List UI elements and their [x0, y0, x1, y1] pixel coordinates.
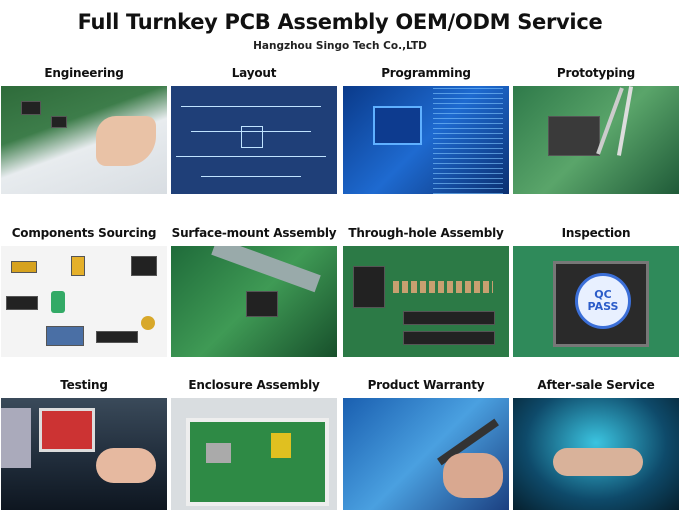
- components-image: [1, 246, 167, 357]
- company-name: Hangzhou Singo Tech Co.,LTD: [253, 40, 427, 52]
- prototyping-image: [513, 86, 679, 194]
- enclosure-image: [171, 398, 337, 510]
- service-layout: Layout: [171, 66, 337, 194]
- service-label: Programming: [381, 66, 471, 80]
- service-label: Layout: [231, 66, 277, 80]
- service-label: Enclosure Assembly: [188, 378, 320, 392]
- layout-image: [171, 86, 337, 194]
- service-label: Prototyping: [556, 66, 636, 80]
- service-surface-mount-assembly: Surface-mount Assembly: [171, 226, 337, 357]
- service-prototyping: Prototyping: [513, 66, 679, 194]
- service-enclosure-assembly: Enclosure Assembly: [171, 378, 337, 510]
- programming-image: [343, 86, 509, 194]
- service-label: Through-hole Assembly: [348, 226, 504, 240]
- service-label: Inspection: [561, 226, 631, 240]
- service-label: After-sale Service: [537, 378, 655, 392]
- service-label: Engineering: [44, 66, 124, 80]
- service-product-warranty: Product Warranty: [343, 378, 509, 510]
- service-through-hole-assembly: Through-hole Assembly: [343, 226, 509, 357]
- service-after-sale-service: After-sale Service: [513, 378, 679, 510]
- service-label: Product Warranty: [367, 378, 485, 392]
- page-title: Full Turnkey PCB Assembly OEM/ODM Servic…: [77, 10, 603, 34]
- service-components-sourcing: Components Sourcing: [1, 226, 167, 357]
- service-label: Surface-mount Assembly: [171, 226, 337, 240]
- after-sale-image: [513, 398, 679, 510]
- testing-image: [1, 398, 167, 510]
- warranty-image: [343, 398, 509, 510]
- service-testing: Testing: [1, 378, 167, 510]
- service-programming: Programming: [343, 66, 509, 194]
- service-label: Components Sourcing: [11, 226, 157, 240]
- service-engineering: Engineering: [1, 66, 167, 194]
- through-hole-image: [343, 246, 509, 357]
- smt-image: [171, 246, 337, 357]
- engineering-image: [1, 86, 167, 194]
- service-label: Testing: [60, 378, 108, 392]
